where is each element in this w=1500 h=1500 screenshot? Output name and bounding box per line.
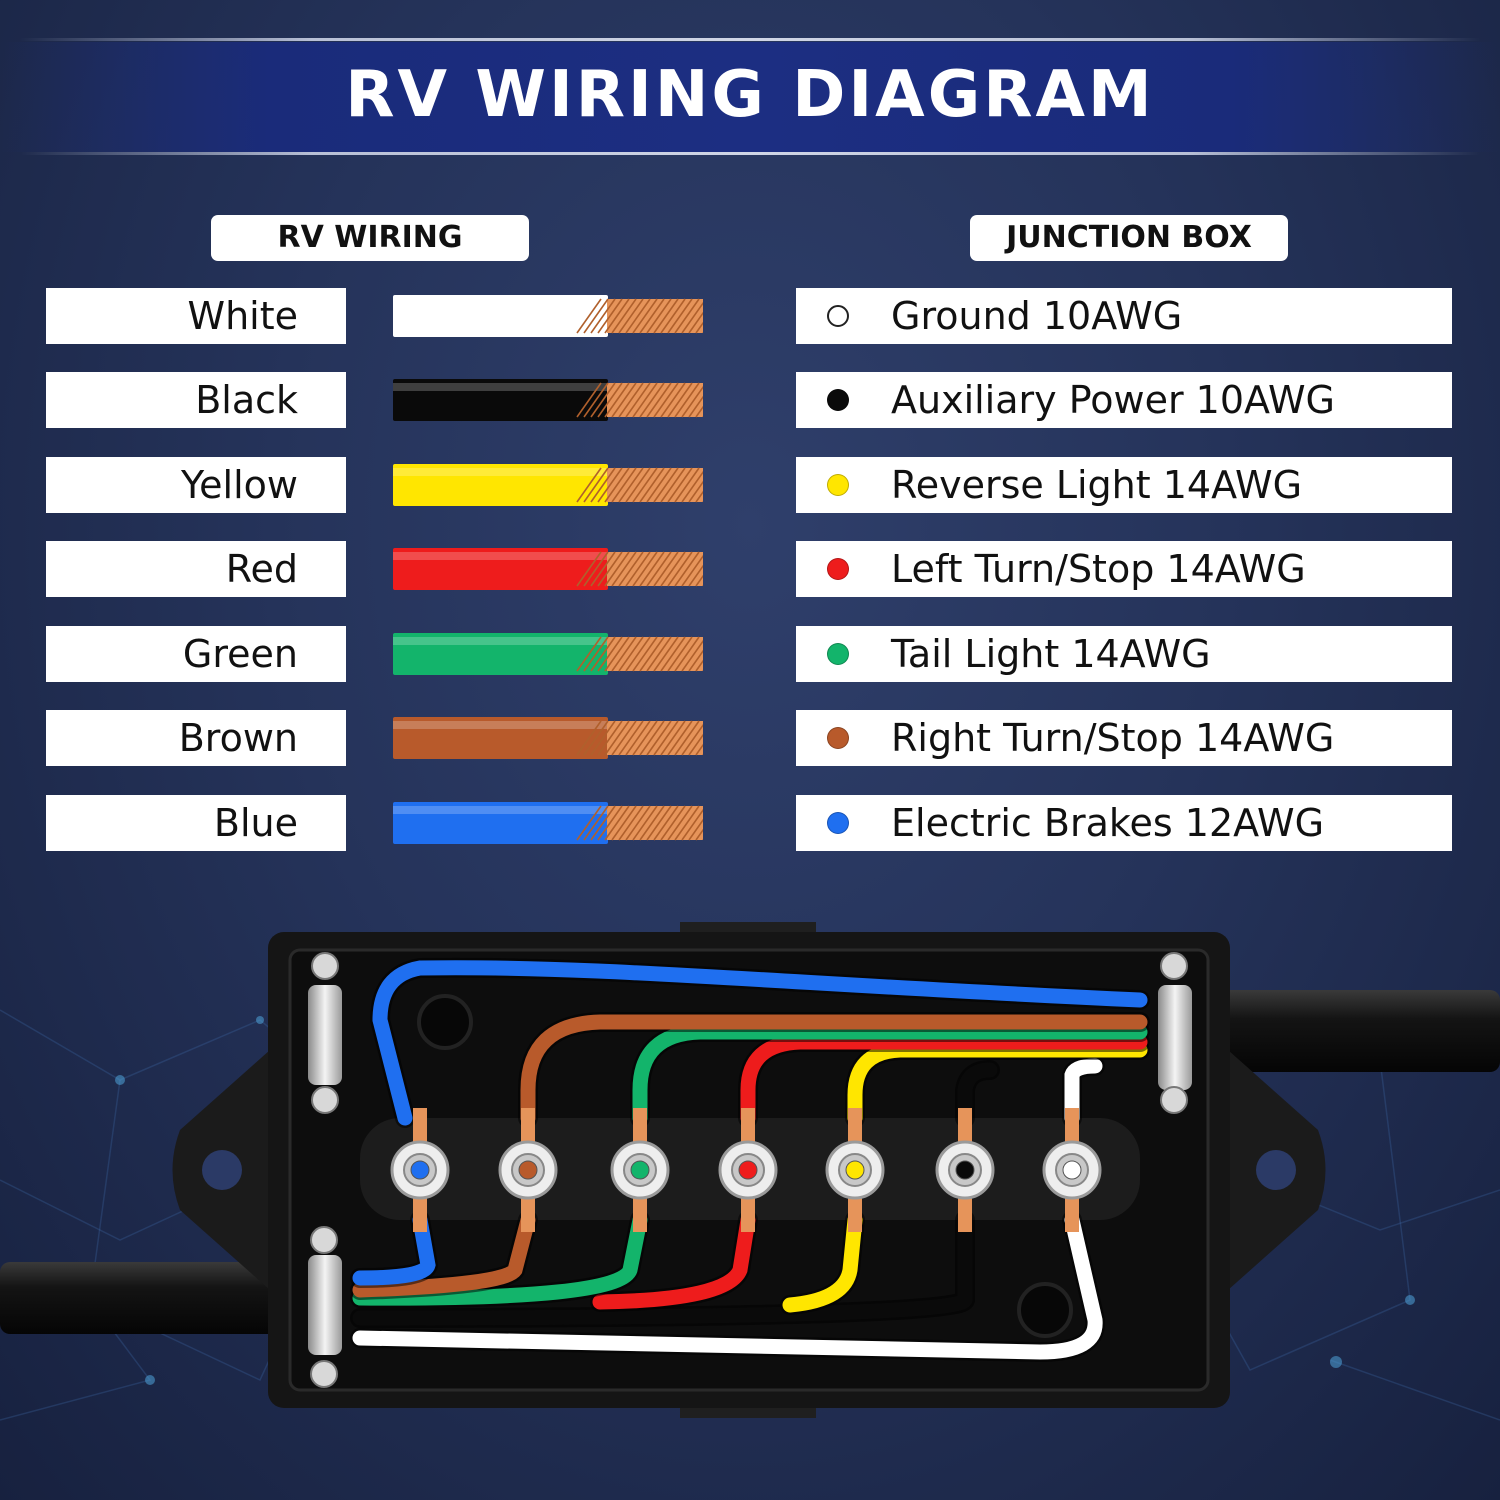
electric-brakes-dot-icon [827, 812, 849, 834]
function-row-auxiliary-power: Auxiliary Power 10AWG [796, 372, 1452, 428]
rv-wiring-header: RV WIRING [211, 215, 529, 261]
color-label-green: Green [46, 626, 346, 682]
function-label: Reverse Light 14AWG [891, 463, 1303, 507]
color-label-yellow: Yellow [46, 457, 346, 513]
wire-insulation [393, 717, 608, 759]
function-label: Left Turn/Stop 14AWG [891, 547, 1306, 591]
wire-white [393, 295, 703, 337]
function-label: Auxiliary Power 10AWG [891, 378, 1335, 422]
function-row-ground: Ground 10AWG [796, 288, 1452, 344]
left-mount-hole [202, 1150, 242, 1190]
color-label-blue: Blue [46, 795, 346, 851]
terminal-blue [390, 1108, 450, 1232]
color-label-red: Red [46, 541, 346, 597]
cable-clamp-left-top [308, 952, 342, 1114]
wire-black [352, 1062, 998, 1326]
wire-insulation [393, 633, 608, 675]
terminal-red [718, 1108, 778, 1232]
function-row-tail-light: Tail Light 14AWG [796, 626, 1452, 682]
function-row-right-turn-stop: Right Turn/Stop 14AWG [796, 710, 1452, 766]
wire-green [352, 1024, 1148, 1306]
reverse-light-dot-icon [827, 474, 849, 496]
wire-blue [393, 802, 703, 844]
function-row-left-turn-stop: Left Turn/Stop 14AWG [796, 541, 1452, 597]
function-row-reverse-light: Reverse Light 14AWG [796, 457, 1452, 513]
terminal-yellow [825, 1108, 885, 1232]
wire-red [393, 548, 703, 590]
title-bottom-rule [20, 152, 1480, 155]
color-label-brown: Brown [46, 710, 346, 766]
color-label-black: Black [46, 372, 346, 428]
terminal-screws [390, 1108, 1102, 1232]
wire-black [393, 379, 703, 421]
junction-box-header: JUNCTION BOX [970, 215, 1288, 261]
right-cable [1200, 990, 1500, 1072]
color-label-white: White [46, 288, 346, 344]
terminal-black [935, 1108, 995, 1232]
wire-brown [393, 717, 703, 759]
terminal-brown [498, 1108, 558, 1232]
left-turn-stop-dot-icon [827, 558, 849, 580]
left-cable [0, 1262, 300, 1334]
right-turn-stop-dot-icon [827, 727, 849, 749]
function-label: Tail Light 14AWG [891, 632, 1211, 676]
wire-yellow [393, 464, 703, 506]
auxiliary-power-dot-icon [827, 389, 849, 411]
function-label: Electric Brakes 12AWG [891, 801, 1325, 845]
wire-insulation [393, 295, 608, 337]
wire-red [592, 1034, 1148, 1310]
cable-clamp-left-bottom [308, 1226, 342, 1388]
tail-light-dot-icon [827, 643, 849, 665]
cable-clamp-top-right [1158, 952, 1192, 1114]
junction-box-illustration [0, 922, 1500, 1418]
ground-dot-icon [827, 305, 849, 327]
terminal-green [610, 1108, 670, 1232]
wire-insulation [393, 802, 608, 844]
function-label: Right Turn/Stop 14AWG [891, 716, 1335, 760]
wire-insulation [393, 379, 608, 421]
wire-insulation [393, 548, 608, 590]
function-label: Ground 10AWG [891, 294, 1183, 338]
wire-brown [352, 1014, 1148, 1298]
function-row-electric-brakes: Electric Brakes 12AWG [796, 795, 1452, 851]
wire-blue [352, 960, 1148, 1286]
title-band [0, 42, 1500, 152]
title-top-rule [20, 38, 1480, 41]
wire-green [393, 633, 703, 675]
wire-insulation [393, 464, 608, 506]
terminal-white [1042, 1108, 1102, 1232]
wire-white [352, 1058, 1103, 1360]
right-mount-hole [1256, 1150, 1296, 1190]
page-title: RV WIRING DIAGRAM [345, 58, 1155, 132]
junction-wires [350, 957, 1150, 1363]
